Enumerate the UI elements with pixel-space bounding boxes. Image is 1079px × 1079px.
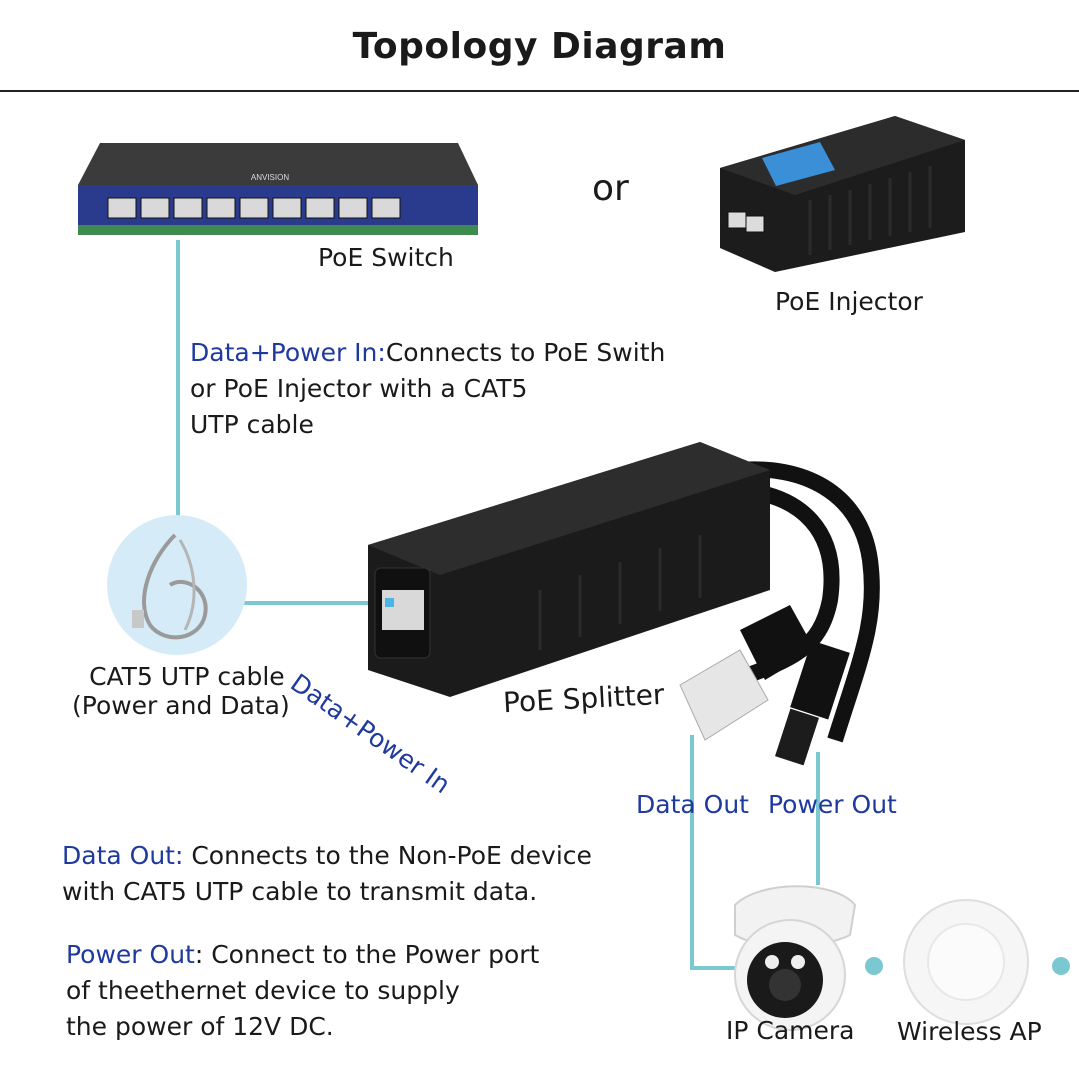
data-out-line	[690, 735, 742, 970]
title-divider	[0, 90, 1079, 92]
cat5-cable-label: CAT5 UTP cable (Power and Data)	[72, 662, 290, 720]
page-title: Topology Diagram	[352, 26, 727, 67]
power-out-description: Power Out: Connect to the Power port of …	[66, 940, 540, 1041]
power-out-key: Power Out	[66, 940, 195, 969]
poe-injector-label: PoE Injector	[775, 287, 923, 316]
wireless-ap-label: Wireless AP	[897, 1017, 1042, 1046]
switch-brand: ANVISION	[251, 173, 289, 182]
data-out-key: Data Out:	[62, 841, 184, 870]
poe-injector-icon	[720, 116, 965, 272]
or-label: or	[592, 168, 629, 209]
data-out-description: Data Out: Connects to the Non-PoE device…	[62, 841, 592, 906]
ip-camera-icon	[734, 885, 857, 1031]
cat5-cable-icon	[107, 515, 247, 655]
data-power-in-description: Data+Power In:Connects to PoE Swith or P…	[190, 338, 666, 439]
poe-splitter-icon	[368, 442, 880, 766]
wireless-ap-icon	[865, 899, 1070, 1025]
poe-switch-label: PoE Switch	[318, 243, 454, 272]
data-out-port-label: Data Out	[636, 790, 749, 819]
power-out-port-label: Power Out	[768, 790, 897, 819]
connector-lines	[176, 240, 820, 970]
poe-switch-icon: ANVISION	[78, 143, 478, 235]
ip-camera-label: IP Camera	[726, 1016, 855, 1045]
data-power-in-key: Data+Power In:	[190, 338, 386, 367]
